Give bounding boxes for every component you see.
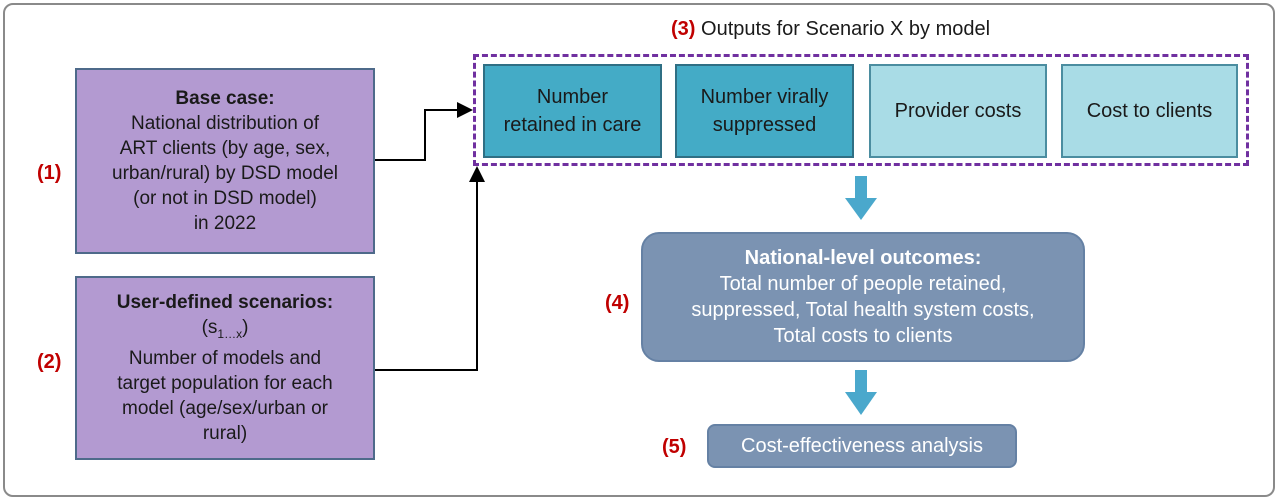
output-retained-box: Number retained in care	[483, 64, 662, 158]
national-outcomes-title: National-level outcomes:	[744, 247, 982, 269]
user-scenarios-title: User-defined scenarios:	[116, 291, 334, 313]
national-outcomes-line: suppressed, Total health system costs,	[691, 299, 1035, 321]
step-number-2: (2)	[37, 351, 62, 373]
outputs-group	[473, 54, 1249, 166]
output-provider-costs-box: Provider costs	[869, 64, 1047, 158]
connector-base-case	[375, 102, 473, 161]
cost-effectiveness-box: Cost-effectiveness analysis	[707, 424, 1017, 468]
step-number-5: (5)	[662, 436, 687, 458]
step-number-3: (3)	[671, 18, 696, 40]
user-scenarios-line: target population for each	[117, 373, 333, 395]
outputs-title-text: Outputs for Scenario X by model	[701, 18, 991, 40]
user-scenarios-box: User-defined scenarios: (s1…x) Number of…	[75, 276, 375, 460]
output-client-costs-box: Cost to clients	[1061, 64, 1238, 158]
output-label: retained in care	[503, 114, 642, 136]
cost-effectiveness-label: Cost-effectiveness analysis	[741, 435, 983, 457]
output-suppressed-box: Number virally suppressed	[675, 64, 854, 158]
step-number-1: (1)	[37, 162, 62, 184]
output-label: Number virally	[700, 86, 829, 108]
scenario-symbol-main: (s	[201, 316, 218, 338]
step-number-4: (4)	[605, 292, 630, 314]
output-label: Number	[536, 86, 609, 108]
user-scenarios-line: Number of models and	[128, 348, 322, 370]
base-case-line: National distribution of	[131, 113, 319, 134]
user-scenarios-line: model (age/sex/urban or	[122, 398, 328, 420]
scenario-symbol: (s1…x)	[202, 315, 249, 347]
national-outcomes-line: Total number of people retained,	[719, 273, 1007, 295]
block-arrow-down-1	[845, 176, 877, 220]
output-label: Cost to clients	[1086, 100, 1213, 122]
user-scenarios-line: rural)	[202, 423, 248, 445]
scenario-symbol-close: )	[242, 316, 249, 338]
block-arrow-down-2	[845, 370, 877, 415]
output-label: Provider costs	[894, 100, 1022, 122]
diagram-frame	[3, 3, 1275, 497]
national-outcomes-box: National-level outcomes: Total number of…	[641, 232, 1085, 362]
base-case-title: Base case:	[175, 88, 275, 109]
output-label: suppressed	[712, 114, 817, 136]
national-outcomes-line: Total costs to clients	[773, 325, 953, 347]
base-case-line: urban/rural) by DSD model	[112, 163, 338, 184]
base-case-line: (or not in DSD model)	[133, 188, 317, 209]
base-case-line: in 2022	[193, 213, 257, 234]
base-case-line: ART clients (by age, sex,	[119, 138, 331, 159]
base-case-box: Base case: National distribution of ART …	[75, 68, 375, 254]
outputs-title: (3) Outputs for Scenario X by model	[671, 18, 990, 41]
connector-user-scenarios	[375, 166, 485, 371]
scenario-symbol-sub: 1…x	[217, 326, 243, 341]
